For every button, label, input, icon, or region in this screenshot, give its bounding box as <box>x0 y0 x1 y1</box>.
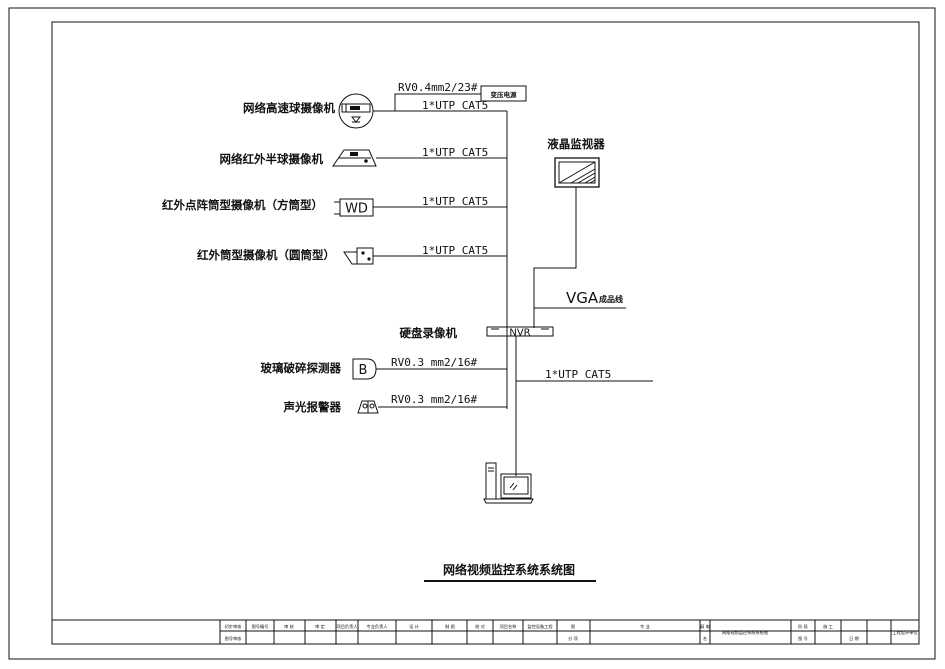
strobe-siren-icon <box>357 400 379 414</box>
tb-cell: 审 定 <box>315 623 325 630</box>
uplink-cable-label: 1*UTP CAT5 <box>545 368 611 381</box>
cable-label-2: 1*UTP CAT5 <box>422 146 488 159</box>
label-ir-half-dome-camera: 网络红外半球摄像机 <box>220 152 324 166</box>
tb-cell: 项目负责人 <box>337 623 359 630</box>
cable-label-1: 1*UTP CAT5 <box>422 99 488 112</box>
tb-cell: 校 对 <box>475 623 485 630</box>
vga-cable-line <box>533 187 577 328</box>
tb-cell: 图 号 <box>798 636 808 642</box>
tb-cell: 审 核 <box>284 623 295 630</box>
tb-cell: 图 <box>571 624 575 630</box>
label-strobe-siren: 声光报警器 <box>283 400 342 414</box>
label-speed-dome-camera: 网络高速球摄像机 <box>243 101 335 115</box>
bullet-camera-icon <box>343 247 374 265</box>
drawing-title: 网络视频监控系统系统图 <box>443 562 575 577</box>
sensor-cable-label-1: RV0.3 mm2/16# <box>391 356 477 369</box>
tb-cell: 图号编号 <box>252 623 269 630</box>
vga-note: 成品线 <box>599 294 623 304</box>
wd-mark: WD <box>345 202 368 217</box>
tb-cell: 项目名称 <box>500 623 517 630</box>
workstation-computer-icon <box>483 462 534 504</box>
outer-border <box>8 7 936 660</box>
transformer-label: 变压电源 <box>491 90 518 99</box>
tb-cell: 监控设备工程 <box>527 623 553 630</box>
label-nvr: 硬盘录像机 <box>400 326 458 340</box>
vga-label: VGA <box>566 289 599 307</box>
tb-cell: 分 项 <box>568 635 579 642</box>
tb-cell: 图号审核 <box>225 635 243 642</box>
tb-cell: 初步审核 <box>225 623 243 630</box>
tb-drawing-name: 网络视频监控系统系统图 <box>722 629 768 636</box>
glass-break-detector-icon: B <box>352 358 377 380</box>
tb-cell: 专 业 <box>640 623 650 630</box>
power-cable-line <box>394 93 481 111</box>
power-cable-label: RV0.4mm2/23# <box>398 81 478 94</box>
label-ir-bullet-round-camera: 红外筒型摄像机（圆筒型） <box>197 248 335 262</box>
inner-frame <box>51 21 920 645</box>
sensor-cable-label-2: RV0.3 mm2/16# <box>391 393 477 406</box>
tb-cell: 施 工 <box>823 623 833 630</box>
b-mark: B <box>359 363 368 378</box>
cable-label-4: 1*UTP CAT5 <box>422 244 488 257</box>
label-lcd-monitor: 液晶监视器 <box>547 137 605 151</box>
label-glass-break-detector: 玻璃破碎探测器 <box>261 361 342 375</box>
label-ir-bullet-square-camera: 红外点阵筒型摄像机（方筒型） <box>162 198 323 212</box>
nvr-text: NVR <box>509 328 530 339</box>
tb-company: 工程设计单位 <box>892 629 917 636</box>
speed-dome-camera-icon <box>338 93 374 129</box>
tb-cell: 日 期 <box>849 636 859 642</box>
tb-cell: 制 图 <box>445 623 455 630</box>
tb-cell: 设 计 <box>409 623 419 630</box>
title-block <box>52 619 919 644</box>
transformer-box <box>480 85 527 102</box>
tb-cell: 专业负责人 <box>367 623 389 630</box>
half-dome-camera-icon <box>332 149 377 167</box>
lcd-monitor-icon <box>554 157 600 188</box>
bullet-camera-wd-icon: WD <box>334 198 374 217</box>
tb-cell: 名 <box>703 635 707 642</box>
tb-cell: 弱 电 <box>700 623 711 630</box>
cable-label-3: 1*UTP CAT5 <box>422 195 488 208</box>
tb-cell: 阶 段 <box>798 623 809 630</box>
nvr-icon: NVR <box>486 326 554 339</box>
